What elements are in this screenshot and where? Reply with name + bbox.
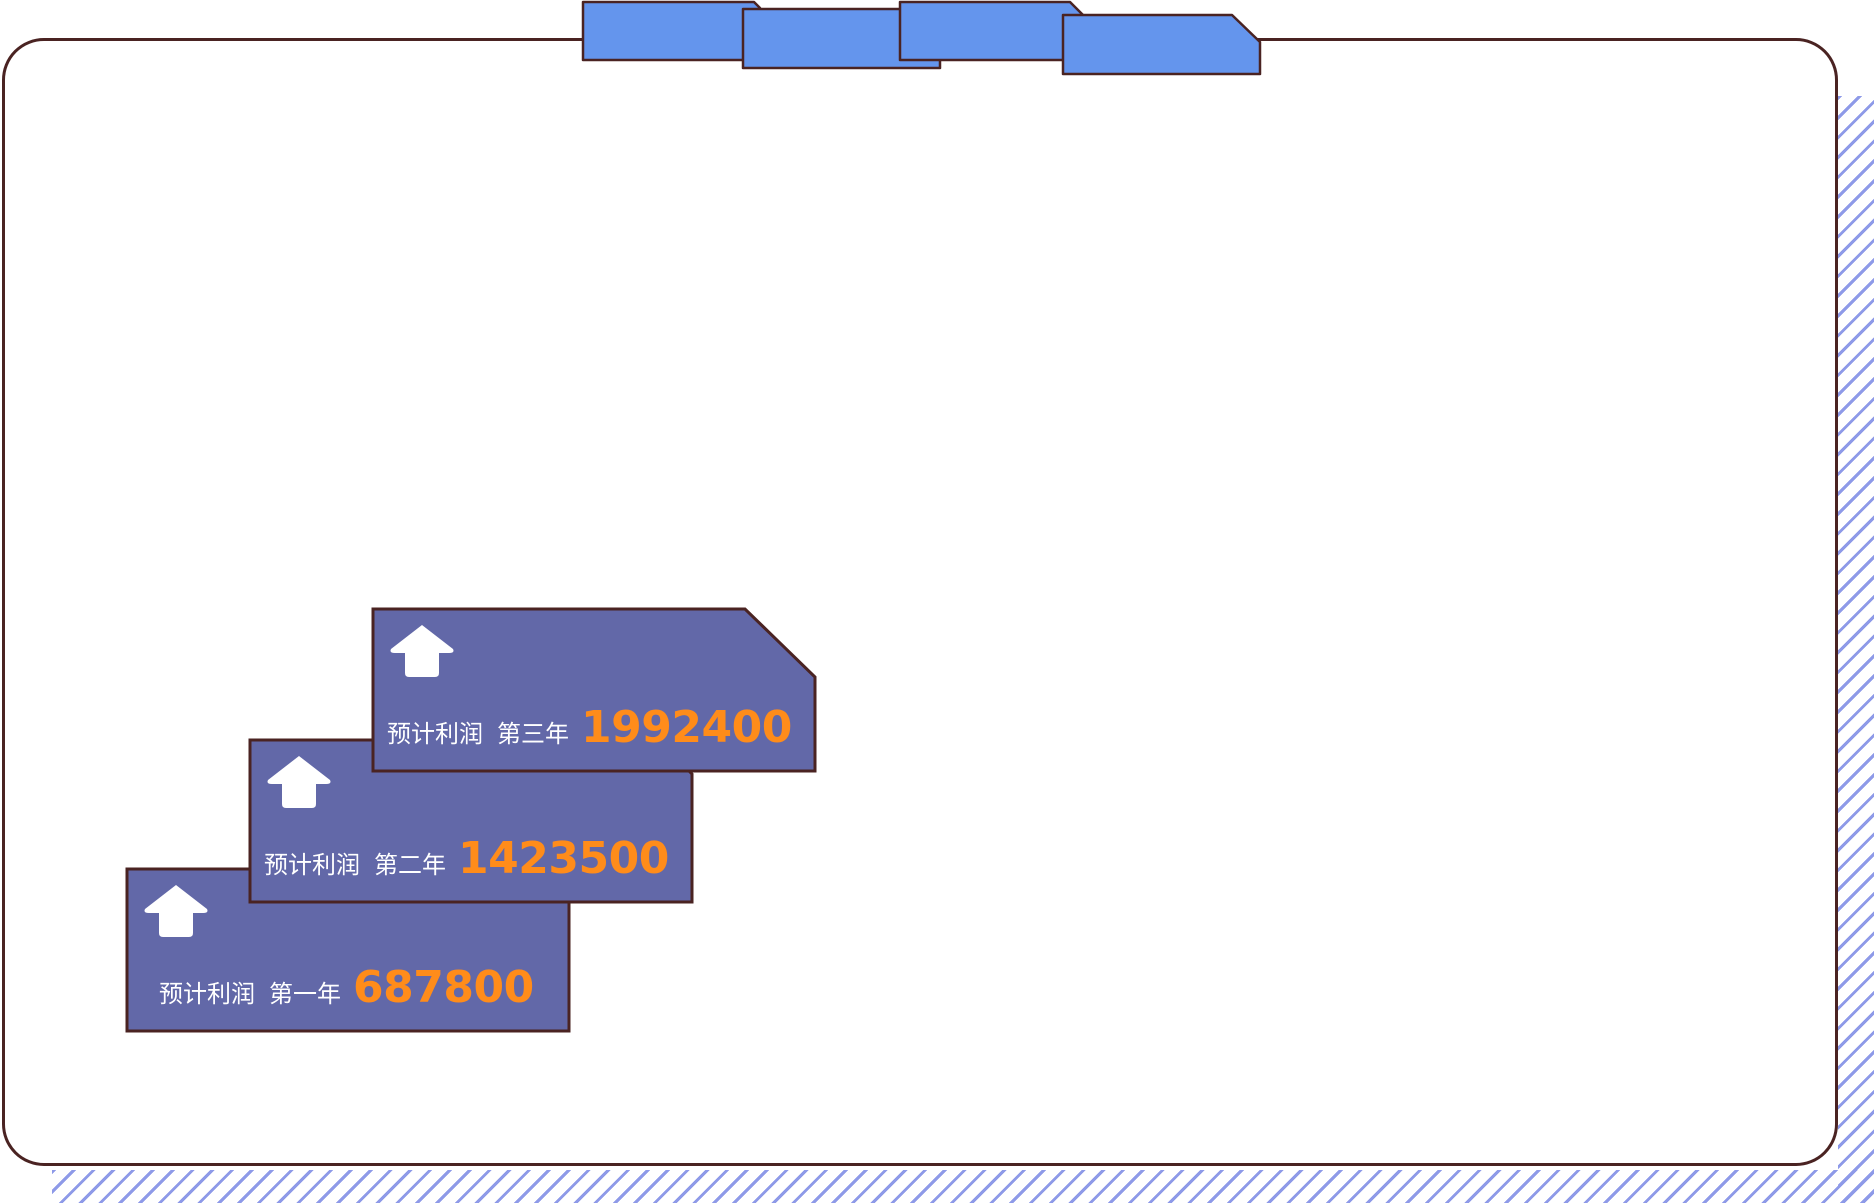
- folder-tab-1: [581, 0, 762, 62]
- profit-card-year-1: 预计利润 第一年 687800: [125, 867, 571, 1033]
- folder-tab-2: [741, 7, 942, 70]
- profit-card-year-3: 预计利润 第三年 1992400: [371, 607, 817, 773]
- profit-value: 1423500: [458, 833, 669, 884]
- profit-label: 预计利润: [159, 980, 255, 1008]
- profit-label: 预计利润: [264, 851, 360, 879]
- profit-card-year-2: 预计利润 第二年 1423500: [248, 738, 694, 904]
- profit-value: 687800: [353, 962, 534, 1013]
- folder-tabs: [581, 0, 1262, 76]
- hatch-shadow-bottom: [52, 1170, 1874, 1203]
- year-label: 第二年: [374, 851, 446, 879]
- folder-tab-4: [1061, 13, 1262, 76]
- year-label: 第一年: [269, 980, 341, 1008]
- up-arrow-icon: [390, 625, 454, 677]
- up-arrow-icon: [267, 756, 331, 808]
- profit-value: 1992400: [581, 702, 792, 753]
- profit-label: 预计利润: [387, 720, 483, 748]
- year-label: 第三年: [497, 720, 569, 748]
- hatch-shadow-right: [1838, 96, 1874, 1203]
- up-arrow-icon: [144, 885, 208, 937]
- card-background: [371, 607, 817, 773]
- folder-tab-3: [898, 0, 1085, 62]
